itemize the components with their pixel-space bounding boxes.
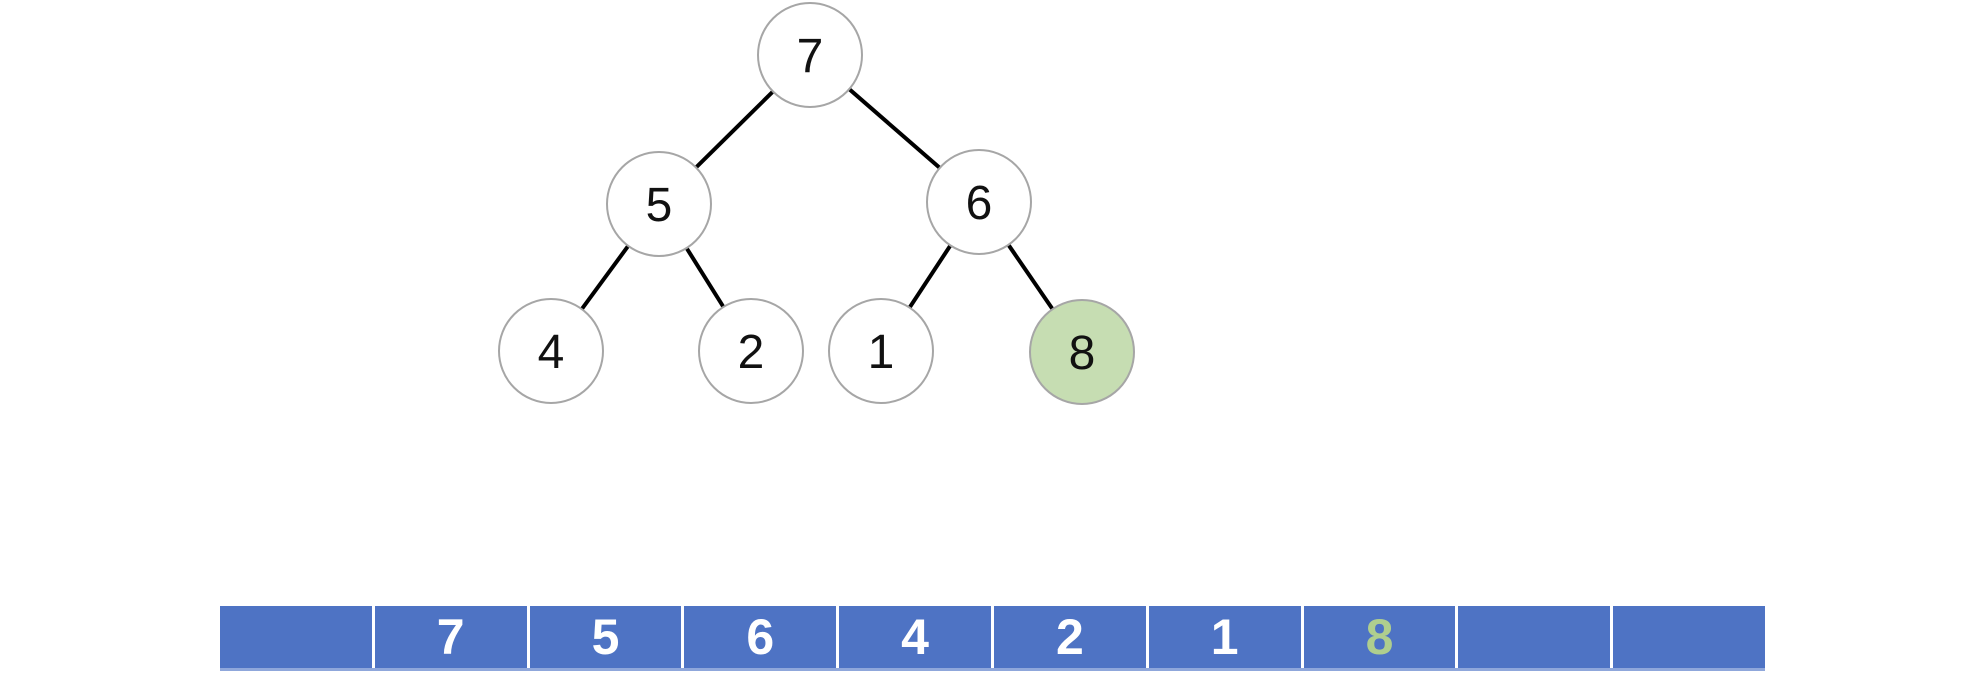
- tree-node-8: 8: [1029, 299, 1135, 405]
- array-cell-6: 1: [1148, 606, 1301, 668]
- tree-node-label: 1: [868, 326, 895, 379]
- tree-node-label: 5: [646, 179, 673, 232]
- heap-array: 7 5 6 4 2 1 8: [220, 606, 1765, 671]
- array-cell-0: [220, 606, 372, 668]
- array-cell-value: 2: [1055, 609, 1084, 665]
- array-cell-value-highlighted: 8: [1365, 609, 1394, 665]
- tree-node-circle: [926, 149, 1032, 255]
- array-cell-value: 6: [746, 609, 775, 665]
- tree-node-circle: [698, 298, 804, 404]
- array-cell-value: 1: [1210, 609, 1239, 665]
- tree-node-7: 7: [757, 2, 863, 108]
- array-cell-4: 4: [839, 606, 991, 668]
- array-cell-5: 2: [993, 606, 1146, 668]
- tree-node-label: 8: [1069, 327, 1096, 380]
- tree-node-label: 4: [538, 326, 565, 379]
- tree-node-5: 5: [606, 151, 712, 257]
- array-cell-value: 5: [591, 609, 620, 665]
- array-cell-3: 6: [684, 606, 837, 668]
- array-cell-value: 7: [436, 609, 465, 665]
- tree-node-circle-highlighted: [1029, 299, 1135, 405]
- array-cell-9: [1613, 606, 1765, 668]
- tree-node-circle: [828, 298, 934, 404]
- tree-node-circle: [606, 151, 712, 257]
- tree-node-6: 6: [926, 149, 1032, 255]
- tree-node-4: 4: [498, 298, 604, 404]
- tree-node-label: 7: [797, 30, 824, 83]
- tree-node-label: 6: [966, 177, 993, 230]
- binary-tree-diagram: 7 5 6 4 2 1 8: [498, 2, 1135, 405]
- array-cell-value: 4: [901, 609, 929, 665]
- tree-node-circle: [757, 2, 863, 108]
- array-cell-7: 8: [1303, 606, 1456, 668]
- array-cell-1: 7: [374, 606, 527, 668]
- tree-node-circle: [498, 298, 604, 404]
- array-cell-8: [1458, 606, 1611, 668]
- array-cell-2: 5: [529, 606, 682, 668]
- tree-node-1: 1: [828, 298, 934, 404]
- tree-node-2: 2: [698, 298, 804, 404]
- tree-node-label: 2: [738, 326, 765, 379]
